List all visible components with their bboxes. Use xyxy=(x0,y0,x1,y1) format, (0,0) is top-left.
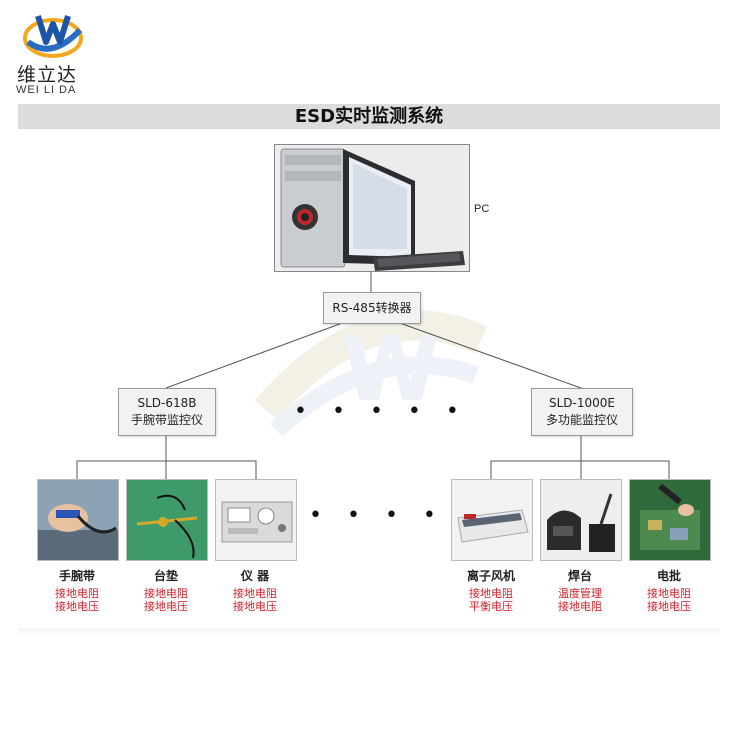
device-prop: 接地电压 xyxy=(233,600,277,613)
svg-text:W: W xyxy=(341,317,440,422)
controller-model: SLD-1000E xyxy=(549,396,615,410)
logo-name-en: WEI LI DA xyxy=(16,84,77,96)
controller-sld-1000e: SLD-1000E 多功能监控仪 xyxy=(531,388,633,436)
device-prop: 接地电阻 xyxy=(647,587,691,600)
page-title: ESD实时监测系统 xyxy=(294,106,444,127)
ellipsis-controllers: • • • • • xyxy=(294,399,468,424)
device-prop: 接地电压 xyxy=(55,600,99,613)
controller-model: SLD-618B xyxy=(137,396,197,410)
rs485-converter-box: RS-485转换器 xyxy=(323,292,421,324)
device-prop: 接地电阻 xyxy=(144,587,188,600)
instrument-image xyxy=(215,479,297,561)
rs485-converter-label: RS-485转换器 xyxy=(332,300,412,315)
title-bar xyxy=(18,104,720,129)
device-name: 离子风机 xyxy=(466,569,515,583)
device-prop: 接地电阻 xyxy=(233,587,277,600)
watermark-logo: W xyxy=(254,310,488,437)
ionizer-fan-image xyxy=(451,479,533,561)
device-name: 焊台 xyxy=(567,569,592,583)
company-logo-icon xyxy=(23,15,83,58)
pc-label: PC xyxy=(474,203,490,215)
device-name: 手腕带 xyxy=(58,569,95,583)
device-prop: 接地电阻 xyxy=(55,587,99,600)
device-name: 仪 器 xyxy=(240,569,270,583)
device-prop: 接地电压 xyxy=(144,600,188,613)
soldering-station-image xyxy=(540,479,622,561)
wrist-strap-image xyxy=(37,479,119,561)
device-prop: 接地电阻 xyxy=(558,600,602,613)
device-prop: 接地电阻 xyxy=(469,587,513,600)
controller-name: 手腕带监控仪 xyxy=(130,413,203,427)
controller-sld-618b: SLD-618B 手腕带监控仪 xyxy=(118,388,216,436)
device-name: 台垫 xyxy=(153,569,178,583)
logo-name-cn: 维立达 xyxy=(17,64,78,86)
floor-shadow xyxy=(18,628,720,636)
table-mat-image xyxy=(126,479,208,561)
device-prop: 平衡电压 xyxy=(469,600,513,613)
controller-name: 多功能监控仪 xyxy=(545,413,618,427)
electric-screwdriver-image xyxy=(629,479,711,561)
device-prop: 接地电压 xyxy=(647,600,691,613)
pc-image xyxy=(274,144,470,272)
device-prop: 温度管理 xyxy=(558,587,602,600)
device-name: 电批 xyxy=(656,569,681,583)
